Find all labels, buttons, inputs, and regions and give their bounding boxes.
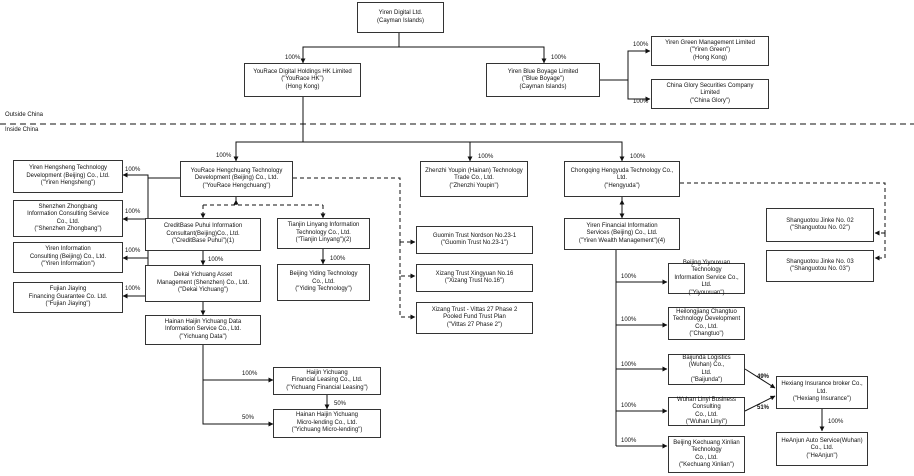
entity-yiren-digital: Yiren Digital Ltd. (Cayman Islands) bbox=[357, 2, 444, 33]
entity-zhenzhi-youpin: Zhenzhi Youpin (Hainan) Technology Trade… bbox=[420, 161, 528, 197]
pct-blue-boyage: 100% bbox=[551, 55, 567, 61]
pct-zhenzhi: 100% bbox=[478, 154, 494, 160]
pct-hengyuda: 100% bbox=[630, 154, 646, 160]
entity-yourace-hk: YouRace Digital Holdings HK Limited ("Yo… bbox=[244, 63, 361, 97]
pct-beijing-yiding: 100% bbox=[330, 256, 346, 262]
pct-micro-lending-2: 50% bbox=[334, 401, 347, 407]
pct-dekai: 100% bbox=[208, 257, 224, 263]
entity-blue-boyage: Yiren Blue Boyage Limited ("Blue Boyage"… bbox=[486, 63, 600, 97]
pct-wuhan-linyi: 100% bbox=[621, 403, 637, 409]
entity-shenzhen-zhongbang: Shenzhen Zhongbang Information Consultin… bbox=[13, 200, 123, 237]
entity-xizang-trust-16: Xizang Trust Xingyuan No.16 ("Xizang Tru… bbox=[416, 264, 533, 292]
entity-beijing-yiding: Beijing Yiding Technology Co., Ltd. ("Yi… bbox=[277, 264, 370, 301]
entity-guomin-trust: Guomin Trust Nordson No.23-1 ("Guomin Tr… bbox=[416, 226, 533, 254]
pct-changtuo: 100% bbox=[621, 317, 637, 323]
entity-china-glory: China Glory Securities Company Limited (… bbox=[651, 79, 769, 109]
pct-micro-lending-1: 50% bbox=[242, 415, 255, 421]
pct-yiren-green: 100% bbox=[633, 42, 649, 48]
entity-tianjin-linyang: Tianjin Linyang Information Technology C… bbox=[277, 218, 370, 249]
entity-heanjun: HeAnjun Auto Service(Wuhan) Co., Ltd. ("… bbox=[776, 432, 868, 466]
entity-xizang-vittas: Xizang Trust - Vittas 27 Phase 2 Pooled … bbox=[416, 302, 533, 334]
pct-hexiang-from-baijunda: 49% bbox=[757, 374, 770, 380]
pct-yiren-information: 100% bbox=[125, 248, 141, 254]
entity-dekai-yichuang: Dekai Yichuang Asset Management (Shenzhe… bbox=[145, 265, 261, 302]
pct-baijunda: 100% bbox=[621, 362, 637, 368]
entity-changtuo: Heilongjiang Changtuo Technology Develop… bbox=[668, 307, 745, 340]
pct-yourace-hk: 100% bbox=[285, 55, 301, 61]
entity-yichuang-financial-leasing: Haijin Yichuang Financial Leasing Co., L… bbox=[273, 367, 381, 395]
entity-yichuang-micro-lending: Hainan Haijin Yichuang Micro-lending Co.… bbox=[273, 409, 381, 438]
entity-yiren-hengsheng: Yiren Hengsheng Technology Development (… bbox=[13, 160, 123, 193]
pct-heanjun: 100% bbox=[828, 419, 844, 425]
entity-hexiang-insurance: Hexiang Insurance broker Co., Ltd. ("Hex… bbox=[776, 376, 868, 409]
entity-kechuang-xinlian: Beijing Kechuang Xinlian Technology Co.,… bbox=[668, 436, 745, 473]
pct-hexiang-from-wuhan-linyi: 51% bbox=[757, 405, 770, 411]
pct-china-glory: 100% bbox=[633, 99, 649, 105]
entity-wuhan-linyi: Wuhan Linyi Business Consulting Co., Ltd… bbox=[668, 397, 745, 426]
pct-kechuang-xinlian: 100% bbox=[621, 438, 637, 444]
entity-fujian-jiaying: Fujian Jiaying Financing Guarantee Co. L… bbox=[13, 282, 123, 313]
pct-yiren-hengsheng: 100% bbox=[125, 167, 141, 173]
pct-financial-leasing: 100% bbox=[242, 371, 258, 377]
entity-yiren-information: Yiren Information Consulting (Beijing) C… bbox=[13, 242, 123, 273]
entity-baijunda: Baijunda Logistics (Wuhan) Co., Ltd. ("B… bbox=[668, 354, 745, 385]
entity-shanguotou-02: Shanguotou Jinke No. 02 ("Shanguotou No.… bbox=[766, 208, 874, 242]
pct-shenzhen-zhongbang: 100% bbox=[125, 209, 141, 215]
entity-yichuang-data: Hainan Haijin Yichuang Data Information … bbox=[145, 315, 261, 345]
entity-yiyouxuan: Beijing Yiyouxuan Technology Information… bbox=[668, 260, 745, 296]
entity-creditbase-puhui: CreditBase Puhui Information Consultant(… bbox=[145, 218, 261, 251]
entity-yiren-wealth-management: Yiren Financial Information Services (Be… bbox=[564, 218, 680, 250]
pct-fujian-jiaying: 100% bbox=[125, 286, 141, 292]
pct-yourace-hengchuang: 100% bbox=[216, 153, 232, 159]
entity-yiren-green: Yiren Green Management Limited ("Yiren G… bbox=[651, 36, 769, 66]
inside-china-label: Inside China bbox=[5, 127, 39, 133]
entity-hengyuda: Chongqing Hengyuda Technology Co., Ltd. … bbox=[564, 161, 680, 197]
entity-shanguotou-03: Shanguotou Jinke No. 03 ("Shanguotou No.… bbox=[766, 250, 874, 282]
pct-yiyouxuan: 100% bbox=[621, 274, 637, 280]
outside-china-label: Outside China bbox=[5, 112, 44, 118]
entity-yourace-hengchuang: YouRace Hengchuang Technology Developmen… bbox=[180, 161, 293, 197]
